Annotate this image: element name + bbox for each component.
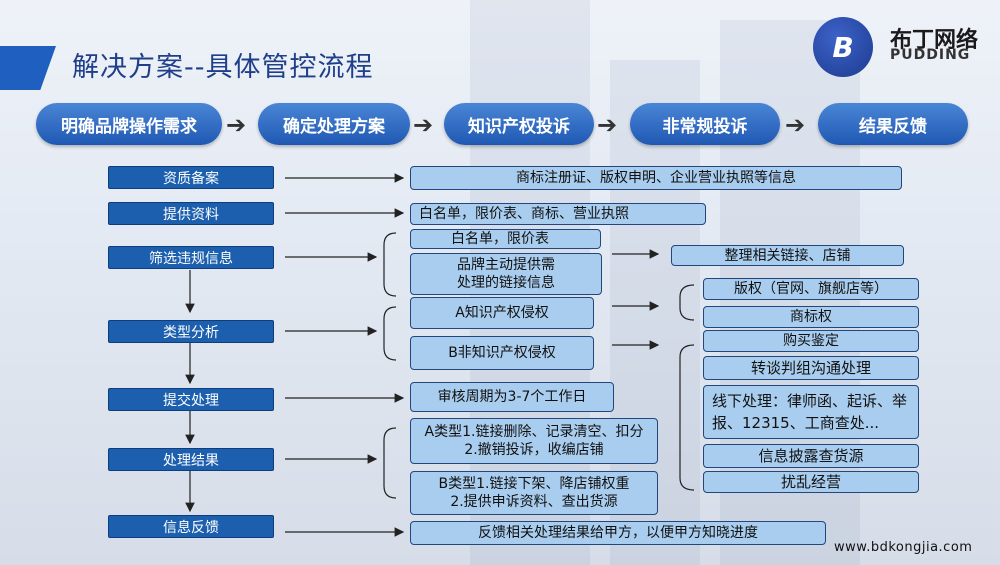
step-pill: 明确品牌操作需求 bbox=[36, 103, 222, 145]
box-disrupt: 扰乱经营 bbox=[703, 471, 919, 493]
box-trademark: 商标权 bbox=[703, 306, 919, 328]
step-pill: 知识产权投诉 bbox=[444, 103, 594, 145]
box-materials: 白名单，限价表、商标、营业执照 bbox=[410, 203, 706, 225]
website-url: www.bdkongjia.com bbox=[834, 540, 973, 555]
label-qualification: 资质备案 bbox=[108, 166, 274, 189]
label-materials: 提供资料 bbox=[108, 202, 274, 225]
box-purchase: 购买鉴定 bbox=[703, 330, 919, 352]
step-pill: 确定处理方案 bbox=[258, 103, 410, 145]
page-title: 解决方案--具体管控流程 bbox=[72, 52, 374, 83]
label-type-analysis: 类型分析 bbox=[108, 320, 274, 343]
box-whitelist: 白名单，限价表 bbox=[410, 229, 601, 249]
step-pill: 结果反馈 bbox=[818, 103, 968, 145]
label-screening: 筛选违规信息 bbox=[108, 246, 274, 269]
box-negotiation: 转谈判组沟通处理 bbox=[703, 356, 919, 380]
box-offline: 线下处理：律师函、起诉、举报、12315、工商查处... bbox=[703, 385, 919, 439]
arrow-right-icon: ➔ bbox=[597, 111, 618, 139]
arrow-right-icon: ➔ bbox=[226, 111, 247, 139]
brand-name-en: PUDDING bbox=[890, 47, 971, 63]
label-submit: 提交处理 bbox=[108, 388, 274, 411]
box-type-b: B非知识产权侵权 bbox=[410, 336, 594, 370]
box-result-a: A类型1.链接删除、记录清空、扣分 2.撤销投诉，收编店铺 bbox=[410, 418, 658, 464]
brand-logo: B bbox=[813, 17, 873, 77]
box-type-a: A知识产权侵权 bbox=[410, 297, 594, 329]
arrow-right-icon: ➔ bbox=[413, 111, 434, 139]
box-feedback: 反馈相关处理结果给甲方，以便甲方知晓进度 bbox=[410, 521, 826, 545]
arrow-right-icon: ➔ bbox=[785, 111, 806, 139]
box-disclosure: 信息披露查货源 bbox=[703, 444, 919, 468]
label-result: 处理结果 bbox=[108, 448, 274, 471]
box-qualification: 商标注册证、版权申明、企业营业执照等信息 bbox=[410, 166, 902, 190]
box-organize: 整理相关链接、店铺 bbox=[671, 245, 904, 266]
label-feedback: 信息反馈 bbox=[108, 515, 274, 538]
logo-mark-icon: B bbox=[832, 30, 854, 64]
brand-name-cn: 布丁网络 bbox=[890, 28, 979, 53]
box-brand-links: 品牌主动提供需 处理的链接信息 bbox=[410, 253, 602, 295]
step-pill: 非常规投诉 bbox=[630, 103, 780, 145]
box-review-cycle: 审核周期为3-7个工作日 bbox=[410, 382, 614, 412]
box-copyright: 版权（官网、旗舰店等） bbox=[703, 278, 919, 300]
box-result-b: B类型1.链接下架、降店铺权重 2.提供申诉资料、查出货源 bbox=[410, 471, 658, 515]
